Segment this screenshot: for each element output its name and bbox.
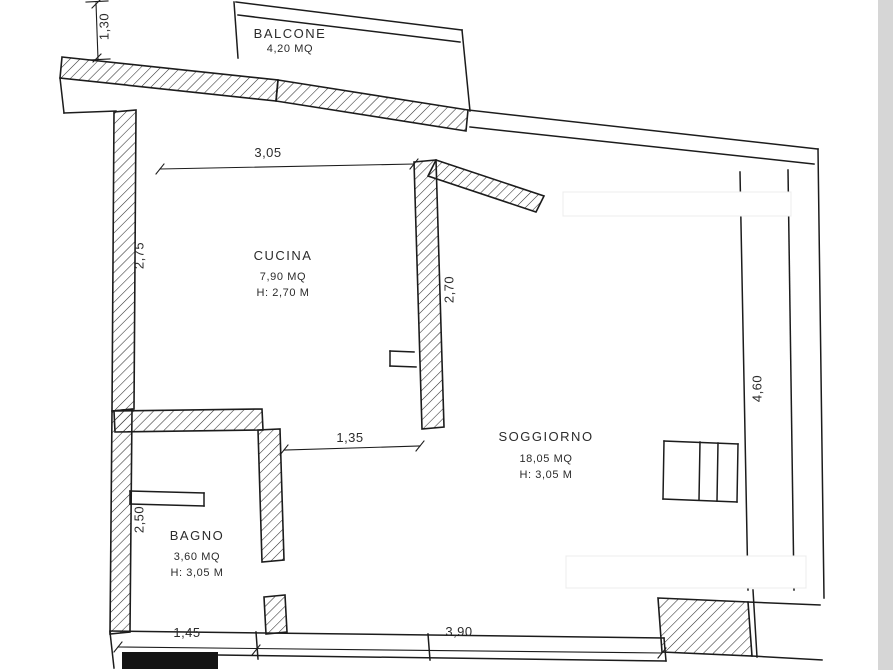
fixture-bottom [662, 498, 738, 503]
fixture-left [662, 440, 665, 500]
wall-top-left [59, 56, 279, 102]
balcony-right-edge [461, 29, 471, 112]
soggiorno-height: H: 3,05 M [519, 469, 573, 481]
balcone-area: 4,20 MQ [266, 43, 314, 55]
dim-cucina-passage: 1,35 [336, 430, 364, 445]
soggiorno-area: 18,05 MQ [519, 453, 573, 465]
bottom-wall-outer [217, 654, 667, 662]
fixture-mid-2 [716, 442, 719, 502]
dim-cucina-right: 2,70 [441, 275, 457, 304]
walls-solid [122, 652, 218, 669]
cucina-area: 7,90 MQ [259, 271, 307, 283]
right-wall-inner-2 [739, 171, 749, 591]
balcony-left-edge [233, 1, 239, 59]
wall-left-upper [111, 109, 137, 412]
bagno-name: BAGNO [169, 528, 225, 543]
top-wall-inner [469, 126, 815, 165]
bottom-jamb-2 [427, 633, 431, 661]
wall-chamfer [426, 159, 546, 213]
shelf-top [129, 490, 205, 494]
wall-top-mid [275, 79, 469, 132]
dim-bottom-width: 3,90 [445, 624, 473, 639]
redaction-box-top [562, 191, 792, 217]
wall-bagno-top [113, 408, 264, 433]
fixture-right [736, 443, 739, 503]
dim-cucina-width: 3,05 [254, 145, 282, 160]
wall-bagno-right-upper [257, 428, 285, 563]
left-corner-h [63, 110, 117, 114]
redactions [562, 191, 807, 589]
dim-bagno-left: 2,50 [131, 505, 147, 534]
bottom-left-end [109, 631, 115, 669]
dim-soggiorno-right: 4,60 [749, 374, 765, 403]
cucina-height: H: 2,70 M [256, 287, 310, 299]
notch-bottom [389, 365, 417, 368]
notch-top [389, 350, 415, 353]
walls-hatched [59, 56, 753, 657]
outline-lines [59, 1, 825, 669]
wall-cucina-right [413, 159, 445, 430]
cucina-name: CUCINA [253, 248, 313, 263]
right-wall-inner-1 [787, 169, 795, 591]
wall-bottom-solid [122, 652, 218, 669]
soggiorno-name: SOGGIORNO [498, 429, 594, 444]
dim-bagno-width: 1,45 [173, 625, 201, 640]
balcone-name: BALCONE [253, 26, 327, 41]
bottom-wall-inner [109, 630, 665, 639]
left-corner-v [59, 77, 65, 114]
shelf-bottom [129, 503, 205, 507]
bagno-height: H: 3,05 M [170, 567, 224, 579]
stairs-hatch-bottom-right [657, 597, 753, 657]
dim-cucina-left: 2,75 [131, 241, 147, 270]
br-vertical [752, 589, 758, 658]
fixture-mid-1 [698, 441, 701, 501]
wall-bagno-right-lower [263, 594, 288, 635]
balcony-top-outer [235, 1, 463, 31]
bagno-area: 3,60 MQ [173, 551, 221, 563]
fixture-top [663, 440, 739, 445]
right-wall-outer [817, 148, 825, 599]
top-wall-outer [467, 109, 819, 150]
br-connector-top [747, 601, 821, 606]
redaction-box-bottom [565, 555, 807, 589]
br-connector-bottom [751, 655, 823, 661]
dim-balcony-depth: 1,30 [96, 12, 112, 41]
scan-edge-strip [878, 0, 893, 670]
wall-left-lower [109, 408, 133, 635]
dimension-lines [85, 0, 667, 659]
bottom-jamb-1 [255, 631, 259, 660]
balcony-top-inner [237, 14, 461, 43]
